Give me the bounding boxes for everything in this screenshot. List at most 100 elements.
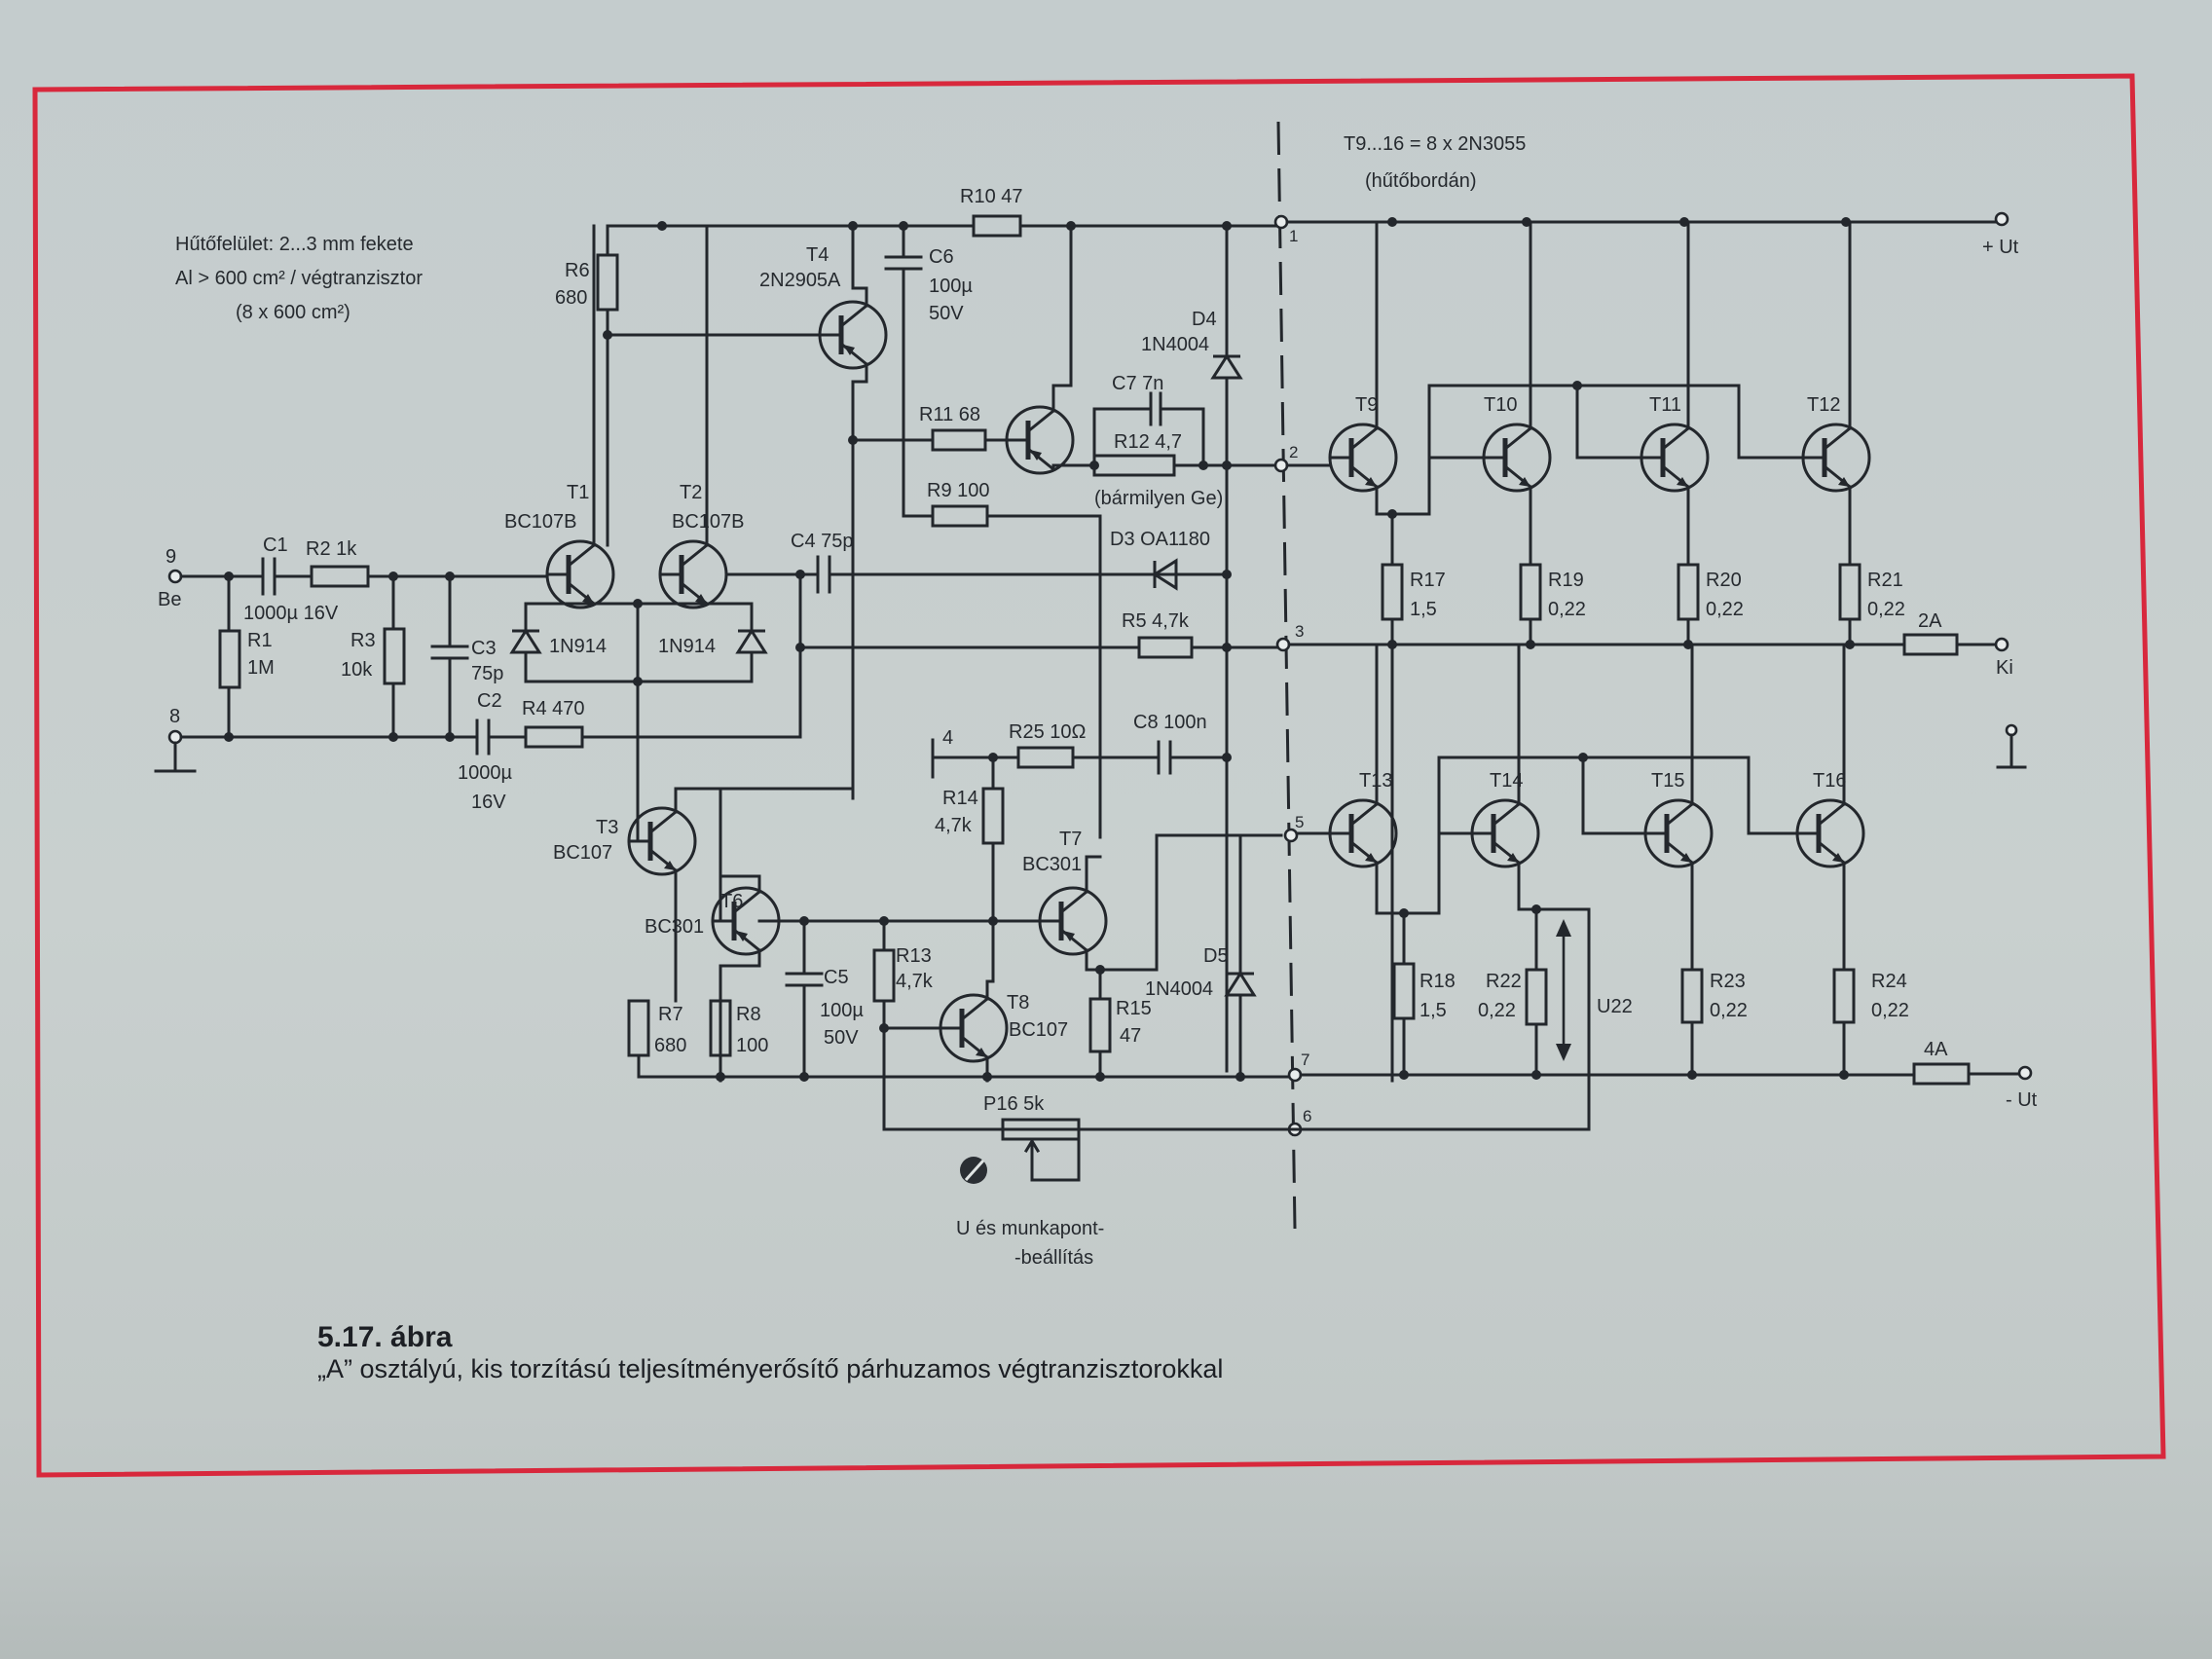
- vplus-label: + Ut: [1982, 237, 2019, 258]
- r4-label: R4 470: [522, 698, 585, 719]
- d5-type: 1N4004: [1145, 978, 1213, 1000]
- input-differential-pair: T1 BC107B T2 BC107B 1N914 1N914 C4 75p: [504, 224, 1229, 686]
- r12-label: R12 4,7: [1114, 431, 1182, 453]
- ground-terminal[interactable]: [167, 729, 183, 745]
- c5-voltage: 50V: [824, 1027, 859, 1049]
- figure-caption: „A” osztályú, kis torzítású teljesítmény…: [317, 1354, 1223, 1383]
- t1-type: BC107B: [504, 511, 577, 533]
- c8-label: C8 100n: [1133, 712, 1207, 733]
- vminus-terminal[interactable]: [2017, 1065, 2033, 1081]
- divider-nodes: 1 2 3 5 7 6: [1273, 214, 1311, 1137]
- t3-label: T3: [596, 817, 618, 838]
- r3-value: 10k: [341, 659, 373, 681]
- r13-label: R13: [896, 945, 932, 967]
- c6-voltage: 50V: [929, 303, 964, 324]
- t10-label: T10: [1484, 394, 1517, 416]
- t1-label: T1: [567, 482, 589, 503]
- vplus-terminal[interactable]: [1994, 211, 2009, 227]
- output-stage: + Ut 2A Ki 4A - Ut T9 R17 1,5 T: [1285, 211, 2038, 1131]
- heatsink-note-line2: Al > 600 cm² / végtranzisztor: [175, 268, 423, 289]
- r6-value: 680: [555, 287, 587, 309]
- r9-label: R9 100: [927, 480, 990, 501]
- heatsink-note-line3: (8 x 600 cm²): [236, 302, 350, 323]
- t9-label: T9: [1355, 394, 1378, 416]
- terminal-4-label: 4: [942, 727, 953, 749]
- c2-voltage: 16V: [471, 792, 506, 813]
- r23-value: 0,22: [1710, 1000, 1748, 1021]
- ground-terminal-number: 8: [169, 706, 180, 727]
- c6-label: C6: [929, 246, 954, 268]
- adjust-note-line2: -beállítás: [1014, 1247, 1093, 1269]
- input-terminal[interactable]: [167, 569, 183, 584]
- r3-label: R3: [350, 630, 376, 651]
- t14-label: T14: [1490, 770, 1523, 792]
- vminus-label: - Ut: [2006, 1089, 2038, 1111]
- d-t1-label: 1N914: [549, 636, 607, 657]
- r19-label: R19: [1548, 570, 1584, 591]
- t12-label: T12: [1807, 394, 1840, 416]
- t4-label: T4: [806, 244, 829, 266]
- r20-value: 0,22: [1706, 599, 1744, 620]
- driver-stage: R10 47 R6 680 T4 2N2905A C6 100µ 50V R11…: [555, 186, 1283, 1073]
- t4-type: 2N2905A: [759, 270, 841, 291]
- r23-label: R23: [1710, 971, 1746, 992]
- input-terminal-number: 9: [166, 546, 176, 568]
- t6-type: BC301: [645, 916, 704, 938]
- r14-value: 4,7k: [935, 815, 973, 836]
- output-label: Ki: [1996, 657, 2013, 679]
- output-terminal[interactable]: [1994, 637, 2009, 652]
- c4-label: C4 75p: [791, 531, 854, 552]
- t11-label: T11: [1649, 394, 1681, 416]
- r8-label: R8: [736, 1004, 761, 1025]
- p16-label: P16 5k: [983, 1093, 1045, 1115]
- c3-label: C3: [471, 638, 497, 659]
- svg-text:7: 7: [1301, 1051, 1309, 1069]
- d3-label: D3 OA1180: [1110, 529, 1210, 550]
- t7-label: T7: [1059, 829, 1082, 850]
- c1-value: 1000µ 16V: [243, 603, 339, 624]
- adjust-note-line1: U és munkapont-: [956, 1218, 1104, 1239]
- r18-value: 1,5: [1419, 1000, 1447, 1021]
- r14-label: R14: [942, 788, 978, 809]
- r25-label: R25 10Ω: [1009, 721, 1086, 743]
- c7-label: C7 7n: [1112, 373, 1163, 394]
- t8-type: BC107: [1009, 1019, 1068, 1041]
- r7-value: 680: [654, 1035, 686, 1056]
- d4-label: D4: [1192, 309, 1217, 330]
- r13-value: 4,7k: [896, 971, 934, 992]
- t2-label: T2: [680, 482, 702, 503]
- r2-label: R2 1k: [306, 538, 357, 560]
- svg-text:6: 6: [1303, 1107, 1311, 1125]
- t6-label: T6: [720, 891, 743, 912]
- r21-label: R21: [1867, 570, 1903, 591]
- r22-value: 0,22: [1478, 1000, 1516, 1021]
- t3-type: BC107: [553, 842, 612, 864]
- svg-text:2: 2: [1289, 443, 1298, 461]
- fuse-4a-label: 4A: [1924, 1039, 1948, 1060]
- r15-value: 47: [1120, 1025, 1141, 1047]
- heatsink-mount-note: (hűtőbordán): [1365, 170, 1477, 192]
- r22-label: R22: [1486, 971, 1522, 992]
- r19-value: 0,22: [1548, 599, 1586, 620]
- c6-value: 100µ: [929, 276, 973, 297]
- d4-type: 1N4004: [1141, 334, 1209, 355]
- t15-label: T15: [1651, 770, 1684, 792]
- r21-value: 0,22: [1867, 599, 1905, 620]
- r11-label: R11 68: [919, 404, 980, 425]
- c2-value: 1000µ: [458, 762, 512, 784]
- r6-label: R6: [565, 260, 590, 281]
- r5-label: R5 4,7k: [1122, 610, 1190, 632]
- fuse-2a-label: 2A: [1918, 610, 1942, 632]
- d5-label: D5: [1203, 945, 1229, 967]
- heatsink-divider: [1276, 121, 1297, 1230]
- r1-label: R1: [247, 630, 273, 651]
- r12-note: (bármilyen Ge): [1094, 488, 1223, 509]
- svg-text:3: 3: [1295, 622, 1304, 641]
- svg-text:5: 5: [1295, 813, 1304, 831]
- heatsink-note-line1: Hűtőfelület: 2...3 mm fekete: [175, 234, 414, 255]
- c5-value: 100µ: [820, 1000, 864, 1021]
- input-section: 9 Be C1 1000µ 16V R2 1k R1 1M R3 10k C3 …: [154, 535, 802, 813]
- t16-label: T16: [1813, 770, 1846, 792]
- c1-label: C1: [263, 535, 288, 556]
